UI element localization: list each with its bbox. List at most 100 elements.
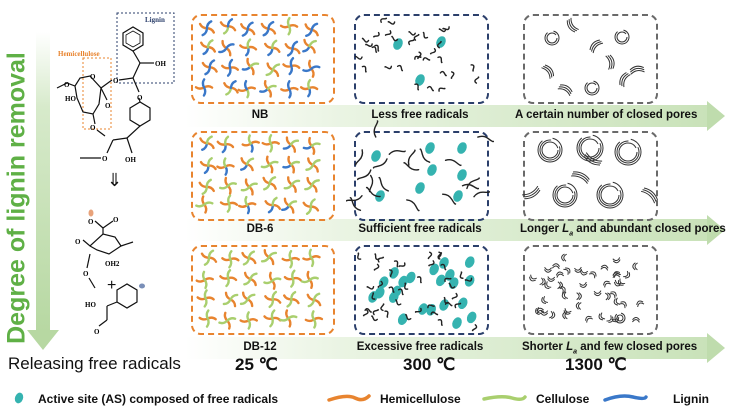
graphitic-layer xyxy=(584,154,602,164)
radical-site-blue xyxy=(139,283,145,289)
fiber-bundle xyxy=(302,59,321,78)
active-site xyxy=(389,267,399,279)
fiber-bundle xyxy=(241,250,257,266)
free-radical-fragment xyxy=(414,307,422,313)
free-radical-fragment xyxy=(428,260,435,267)
fiber-strand xyxy=(286,80,291,91)
active-site xyxy=(429,263,439,276)
fiber-bundle xyxy=(262,176,277,191)
graphitic-layer xyxy=(619,278,626,285)
graphitic-layer xyxy=(564,311,568,320)
graphitic-layer xyxy=(547,276,556,280)
graphitic-layer xyxy=(634,262,638,271)
fiber-bundle xyxy=(260,155,279,174)
fiber-strand xyxy=(268,160,279,166)
free-radical-fragment xyxy=(354,55,363,60)
row-label-db6-pores: Longer La and abundant closed pores xyxy=(520,223,726,238)
free-radical-fragment xyxy=(444,301,453,307)
fiber-strand xyxy=(268,176,277,185)
graphitic-layer xyxy=(643,187,658,201)
graphitic-layer xyxy=(585,152,603,162)
fiber-strand xyxy=(203,201,214,206)
fiber-bundle xyxy=(239,291,256,308)
free-radical-fragment xyxy=(417,51,422,60)
row-label-db12-pores: Shorter La and few closed pores xyxy=(522,341,698,356)
fiber-bundle xyxy=(239,38,258,57)
graphitic-layer xyxy=(544,269,552,273)
free-radical-fragment xyxy=(362,309,369,317)
arrow-shaft xyxy=(36,32,50,332)
closed-pore xyxy=(554,184,576,206)
free-radical-fragment xyxy=(384,30,392,36)
fiber-strand xyxy=(308,276,319,282)
free-radical-fragment xyxy=(380,17,388,23)
graphitic-layer xyxy=(632,316,640,321)
fiber-strand xyxy=(271,277,282,282)
graphitic-layer xyxy=(612,317,620,323)
graphitic-layer xyxy=(577,302,582,310)
graphitic-layer xyxy=(539,277,544,286)
graphitic-layer xyxy=(600,266,609,271)
graphitic-layer xyxy=(600,264,609,269)
transform-arrow-icon: ⇓ xyxy=(107,170,122,190)
fiber-strand xyxy=(310,179,320,186)
fiber-bundle xyxy=(304,22,319,38)
fiber-strand xyxy=(206,39,214,49)
fiber-strand xyxy=(287,200,298,207)
hemicellulose-box-label: Hemicellulose xyxy=(58,50,100,58)
graphitic-layer xyxy=(568,19,578,32)
fiber-strand xyxy=(247,134,252,145)
free-radical-fragment xyxy=(384,310,389,318)
free-radical-fragment xyxy=(374,253,380,261)
active-site xyxy=(435,274,446,287)
svg-text:O: O xyxy=(64,81,70,89)
row-arrow-nb xyxy=(185,101,725,131)
active-site xyxy=(439,299,449,311)
graphitic-layer xyxy=(536,309,545,314)
free-radical-fragment xyxy=(391,35,399,42)
graphitic-layer xyxy=(535,307,540,316)
fiber-strand xyxy=(207,249,215,259)
fiber-strand xyxy=(291,40,299,50)
fiber-strand xyxy=(249,62,260,68)
active-site xyxy=(452,317,462,329)
graphitic-layer xyxy=(541,67,551,79)
free-radical-fragment xyxy=(365,43,373,47)
fiber-strand xyxy=(226,182,237,188)
graphitic-layer xyxy=(612,259,621,264)
row-label-nb-radicals: Less free radicals xyxy=(371,109,469,121)
fiber-strand xyxy=(310,22,319,32)
free-radical-fragment xyxy=(414,83,420,91)
fiber-strand xyxy=(267,20,275,30)
free-radical-fragment xyxy=(473,191,491,198)
fiber-bundle xyxy=(240,178,258,196)
free-radical-fragment xyxy=(365,186,381,198)
graphitic-layer xyxy=(579,284,588,288)
fiber-bundle xyxy=(241,134,260,153)
fiber-bundle xyxy=(283,176,301,193)
free-radical-fragment xyxy=(461,183,480,190)
fiber-strand xyxy=(207,157,213,167)
radical-site-orange xyxy=(88,209,94,217)
graphitic-layer xyxy=(612,272,621,276)
fiber-bundle xyxy=(198,20,215,37)
free-radical-fragment xyxy=(422,31,429,39)
graphitic-layer xyxy=(619,303,626,309)
active-site xyxy=(466,311,477,324)
la-symbol: La xyxy=(566,341,578,356)
free-radical-fragment xyxy=(426,85,434,92)
fiber-strand xyxy=(249,272,258,281)
active-site xyxy=(427,164,437,176)
graphitic-layer xyxy=(541,278,546,286)
closed-pore xyxy=(586,82,598,94)
fiber-strand xyxy=(200,252,211,259)
active-site xyxy=(457,169,467,181)
graphitic-layer xyxy=(591,41,602,52)
svg-text:O: O xyxy=(94,328,100,336)
graphitic-layer xyxy=(543,296,548,303)
graphitic-layer xyxy=(575,301,580,310)
closed-pore xyxy=(541,141,559,159)
active-site xyxy=(457,297,468,310)
svg-text:+: + xyxy=(107,277,116,294)
fiber-strand xyxy=(245,157,255,166)
